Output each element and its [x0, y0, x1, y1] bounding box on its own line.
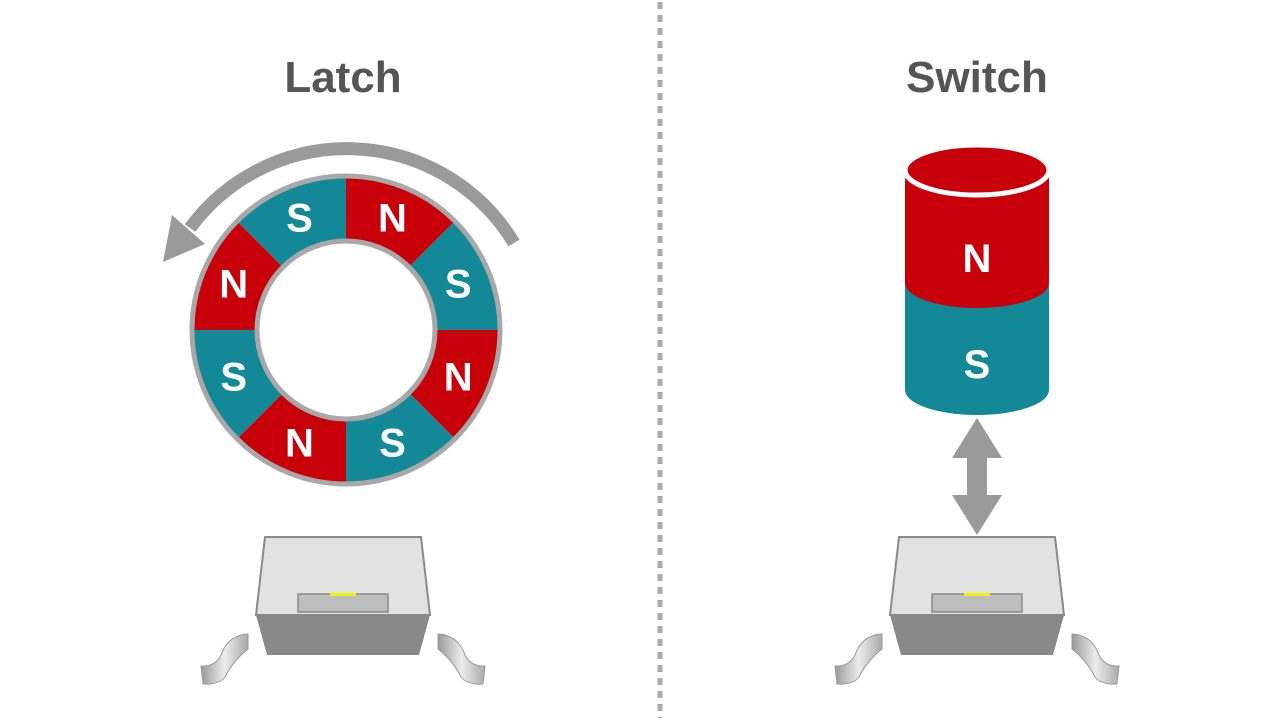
ring-segment-label: S [286, 197, 313, 241]
latch-hall-sensor-chip [200, 536, 486, 686]
switch-hall-sensor-chip [834, 536, 1120, 686]
ring-segment-label: N [219, 263, 248, 307]
ring-segment-label: S [220, 355, 247, 399]
magnet-south-label: S [964, 343, 991, 387]
switch-title: Switch [906, 53, 1048, 102]
magnet-north-label: N [963, 237, 992, 281]
ring-outline [189, 173, 503, 487]
double-arrow-icon [952, 418, 1002, 535]
ring-segment-label: S [379, 421, 406, 465]
ring-outline [254, 238, 438, 422]
rotation-arrow-icon [163, 142, 520, 262]
bar-magnet: N S [902, 142, 1052, 415]
ring-segment-label: N [378, 197, 407, 241]
ring-segment-label: N [285, 421, 314, 465]
ring-segment-label: N [444, 355, 473, 399]
ring-segment-label: S [445, 263, 472, 307]
latch-title: Latch [284, 53, 401, 102]
